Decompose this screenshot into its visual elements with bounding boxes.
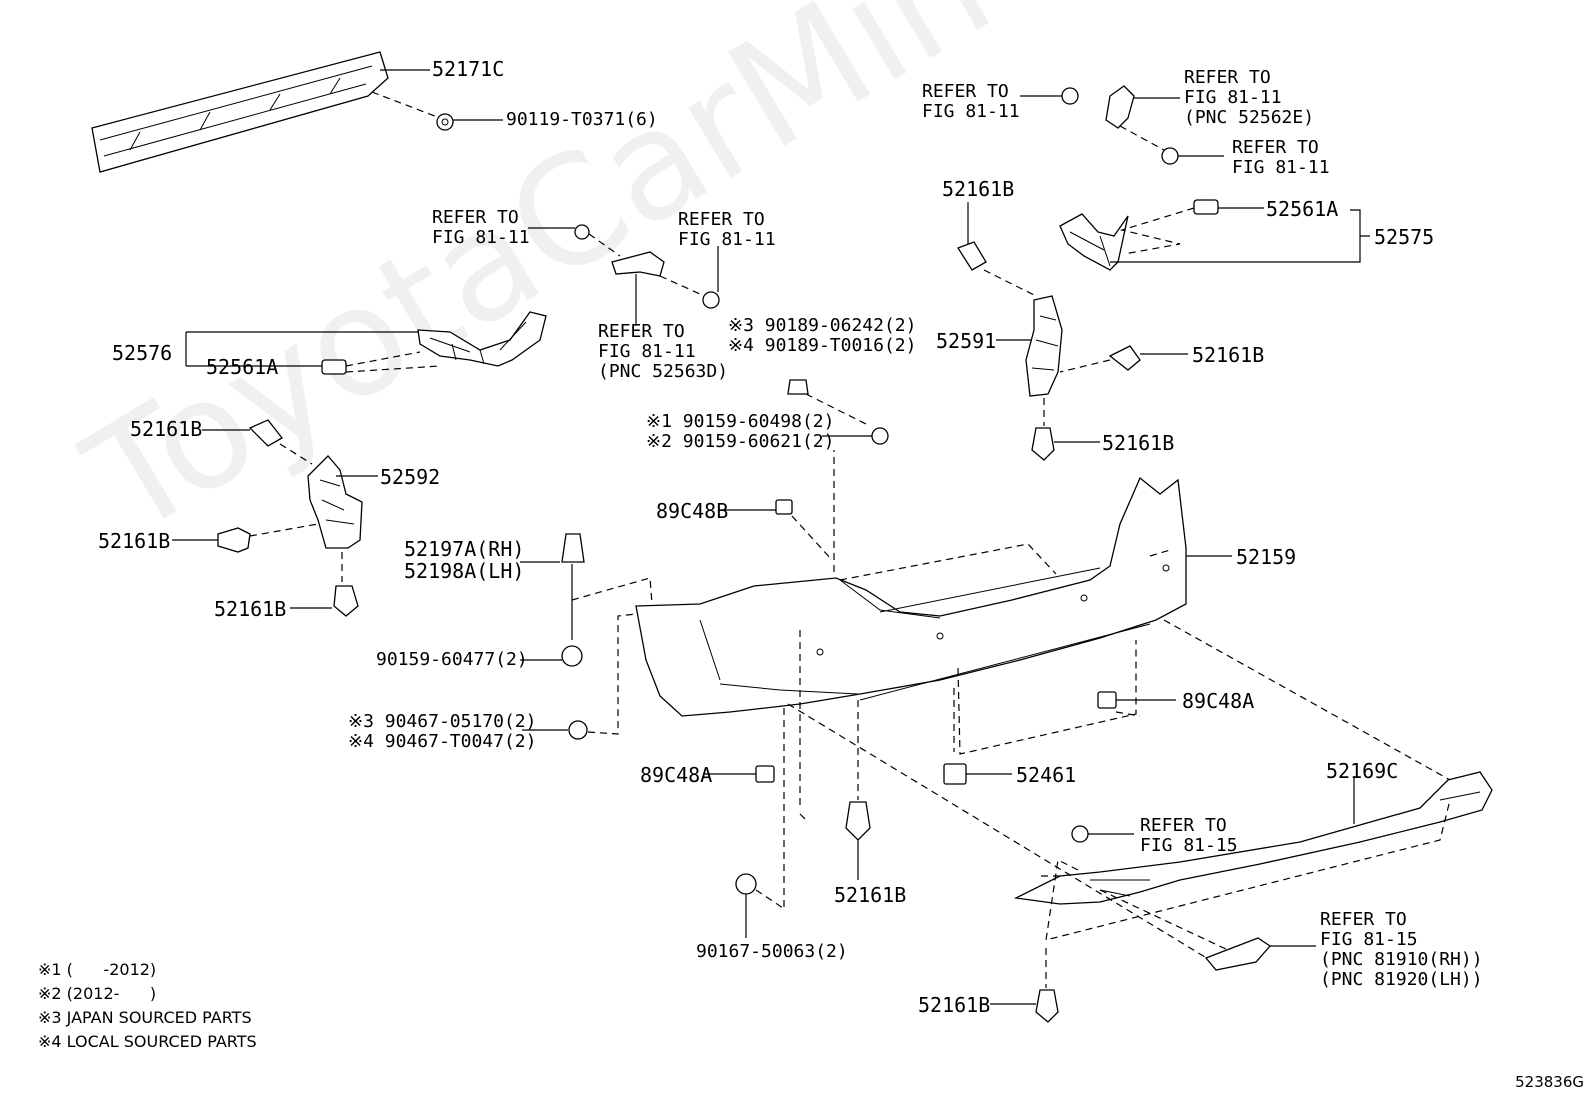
clip-52161B-r2[interactable] <box>1108 345 1141 371</box>
bolt-90119[interactable] <box>436 113 454 131</box>
label-52161B-l1[interactable]: 52161B <box>130 417 203 441</box>
screw-90159-60477[interactable] <box>561 645 583 667</box>
reflector-81910[interactable] <box>1204 937 1271 971</box>
label-52161B-l2[interactable]: 52161B <box>98 529 171 553</box>
bracket-52592[interactable] <box>307 455 363 549</box>
retainer-rear-bumper-right[interactable] <box>1059 213 1129 271</box>
label-refer-rt1[interactable]: REFER TO FIG 81-11 <box>922 81 1020 122</box>
clip-89C48A-left[interactable] <box>755 765 775 783</box>
clip-refer-rt1[interactable] <box>1061 87 1079 105</box>
footnote-4: ※4 LOCAL SOURCED PARTS <box>38 1032 257 1051</box>
clip-52161B-r3[interactable] <box>1031 427 1055 461</box>
nut-90467[interactable] <box>568 720 588 740</box>
label-52576[interactable]: 52576 <box>112 341 173 365</box>
label-90167-50063[interactable]: 90167-50063(2) <box>696 941 848 962</box>
nut-90167[interactable] <box>735 873 757 895</box>
label-refer-52562E[interactable]: REFER TO FIG 81-11 (PNC 52562E) <box>1184 67 1315 128</box>
label-89C48B[interactable]: 89C48B <box>656 499 729 523</box>
label-52592[interactable]: 52592 <box>380 465 441 489</box>
label-52161B-r3[interactable]: 52161B <box>1102 431 1175 455</box>
clip-52161B-l2[interactable] <box>217 527 251 553</box>
label-52161B-l3[interactable]: 52161B <box>214 597 287 621</box>
screw-refer-topright[interactable] <box>702 291 720 309</box>
retainer-rear-bumper-left[interactable] <box>417 311 547 367</box>
label-refer-fig81-15[interactable]: REFER TO FIG 81-15 <box>1140 815 1238 856</box>
label-refer-topleft[interactable]: REFER TO FIG 81-11 <box>432 207 530 248</box>
nut-90189[interactable] <box>787 379 809 395</box>
clip-52161B-l1[interactable] <box>248 419 283 447</box>
clip-52161B-bottom[interactable] <box>845 801 871 841</box>
label-52171C[interactable]: 52171C <box>432 57 505 81</box>
label-52161B-r2[interactable]: 52161B <box>1192 343 1265 367</box>
bumper-cover-52159[interactable] <box>635 476 1187 717</box>
label-89C48A-right[interactable]: 89C48A <box>1182 689 1255 713</box>
clip-52197A[interactable] <box>561 533 585 563</box>
label-refer-52563D[interactable]: REFER TO FIG 81-11 (PNC 52563D) <box>598 321 729 382</box>
footnote-3: ※3 JAPAN SOURCED PARTS <box>38 1008 252 1027</box>
bolt-52561A-right[interactable] <box>1193 199 1219 215</box>
label-90159-60477[interactable]: 90159-60477(2) <box>376 649 528 670</box>
clip-refer-fig81-15[interactable] <box>1071 825 1089 843</box>
label-90467-notes[interactable]: ※3 90467-05170(2) ※4 90467-T0047(2) <box>348 711 537 752</box>
label-52161B-r1[interactable]: 52161B <box>942 177 1015 201</box>
label-52575[interactable]: 52575 <box>1374 225 1435 249</box>
label-52161B-bottom[interactable]: 52161B <box>834 883 907 907</box>
label-90189-notes[interactable]: ※3 90189-06242(2) ※4 90189-T0016(2) <box>728 315 917 356</box>
block-52461[interactable] <box>943 763 967 785</box>
label-52561A-left[interactable]: 52561A <box>206 355 279 379</box>
label-52169C[interactable]: 52169C <box>1326 759 1399 783</box>
label-52197A[interactable]: 52197A(RH) 52198A(LH) <box>404 537 525 583</box>
label-52461[interactable]: 52461 <box>1016 763 1077 787</box>
label-52161B-bottom2[interactable]: 52161B <box>918 993 991 1017</box>
screw-90159-clip[interactable] <box>871 427 889 445</box>
diagram-code: 523836G <box>1515 1073 1584 1091</box>
footnote-2: ※2 (2012- ) <box>38 984 157 1003</box>
label-52159[interactable]: 52159 <box>1236 545 1297 569</box>
clip-52161B-r1[interactable] <box>957 241 987 271</box>
bracket-52591[interactable] <box>1025 295 1063 397</box>
label-refer-rt3[interactable]: REFER TO FIG 81-11 <box>1232 137 1330 178</box>
clip-89C48B[interactable] <box>775 499 793 515</box>
label-89C48A-left[interactable]: 89C48A <box>640 763 713 787</box>
footnote-1: ※1 ( -2012) <box>38 960 157 979</box>
label-90159-notes[interactable]: ※1 90159-60498(2) ※2 90159-60621(2) <box>646 411 835 452</box>
bracket-52562E[interactable] <box>1105 85 1135 129</box>
screw-refer-rt3[interactable] <box>1161 147 1179 165</box>
clip-refer-topleft[interactable] <box>574 224 590 240</box>
label-refer-81910[interactable]: REFER TO FIG 81-15 (PNC 81910(RH)) (PNC … <box>1320 909 1483 990</box>
label-52561A-right[interactable]: 52561A <box>1266 197 1339 221</box>
reinforcement-rear-bumper[interactable] <box>91 51 389 173</box>
bolt-52561A-left[interactable] <box>321 359 347 375</box>
label-90119-T0371[interactable]: 90119-T0371(6) <box>506 109 658 130</box>
clip-89C48A-right[interactable] <box>1097 691 1117 709</box>
clip-52161B-l3[interactable] <box>333 585 359 617</box>
label-refer-topright[interactable]: REFER TO FIG 81-11 <box>678 209 776 250</box>
label-52591[interactable]: 52591 <box>936 329 997 353</box>
clip-52161B-bottom2[interactable] <box>1035 989 1059 1023</box>
spoiler-52169C[interactable] <box>1013 771 1493 905</box>
